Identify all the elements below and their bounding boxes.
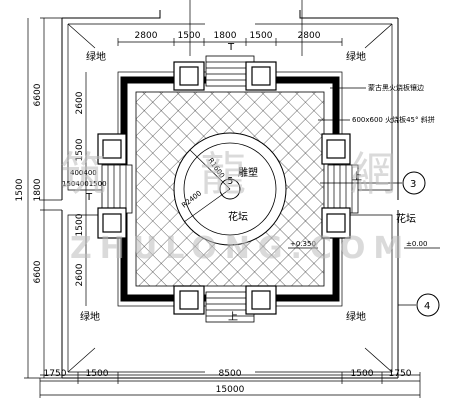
callout-bottom-text: 4 bbox=[424, 301, 430, 312]
dim-left-inner-3: 400400 bbox=[70, 169, 97, 177]
elevation-2: ±0.00 bbox=[406, 240, 427, 248]
watermark-char-1: 筑 bbox=[60, 147, 106, 201]
dim-left-3: 6600 bbox=[33, 260, 43, 283]
dim-left-inner-6: 2600 bbox=[75, 263, 85, 286]
watermark-en: ZHULONG.COM bbox=[70, 231, 411, 266]
dim-left bbox=[24, 17, 87, 379]
central-flower-bed bbox=[173, 132, 287, 246]
dim-left-2: 1800 bbox=[33, 178, 43, 201]
dim-left-total: 1500 bbox=[15, 178, 25, 201]
flower-bed-side-label: 花坛 bbox=[396, 212, 416, 225]
dim-bottom-3: 8500 bbox=[219, 369, 242, 379]
center-mark: 5 bbox=[227, 176, 233, 187]
dim-bottom-total: 15000 bbox=[216, 385, 245, 395]
dim-top bbox=[117, 0, 343, 56]
step-mark-left: T bbox=[85, 192, 93, 203]
dim-top-2: 1500 bbox=[178, 31, 201, 41]
dim-bottom bbox=[39, 372, 421, 398]
watermark-char-3: 網 bbox=[350, 147, 396, 201]
green-label-tl: 绿地 bbox=[86, 50, 106, 63]
callout-right-text: 3 bbox=[410, 179, 416, 190]
dim-bottom-5: 1750 bbox=[389, 369, 412, 379]
green-label-br: 绿地 bbox=[346, 310, 366, 323]
green-label-tr: 绿地 bbox=[346, 50, 366, 63]
dim-left-inner-4: 1504001500 bbox=[62, 180, 107, 188]
planter-boxes bbox=[97, 61, 351, 315]
dim-left-inner-1: 2600 bbox=[75, 91, 85, 114]
note-border: 蒙古黑火烧板镶边 bbox=[368, 83, 424, 92]
dim-top-1: 2800 bbox=[135, 31, 158, 41]
sculpture-label: 雕塑 bbox=[238, 166, 258, 179]
watermark-char-2: 龍 bbox=[200, 147, 246, 201]
dim-bottom-4: 1500 bbox=[351, 369, 374, 379]
dim-top-3: 1800 bbox=[214, 31, 237, 41]
dim-top-5: 2800 bbox=[298, 31, 321, 41]
dim-bottom-1: 1750 bbox=[44, 369, 67, 379]
step-mark-bottom: 上 bbox=[228, 311, 238, 323]
flower-bed-center-label: 花坛 bbox=[228, 210, 248, 223]
dim-left-inner-2: 1500 bbox=[75, 138, 85, 161]
elevation-1: +0.350 bbox=[290, 240, 316, 248]
dim-left-inner-5: 1500 bbox=[75, 213, 85, 236]
dim-top-4: 1500 bbox=[250, 31, 273, 41]
dim-left-1: 6600 bbox=[33, 83, 43, 106]
note-paving: 600x600 火烧板45° 斜拼 bbox=[352, 115, 435, 124]
step-mark-top: T bbox=[227, 42, 235, 53]
step-mark-right: 上 bbox=[352, 171, 362, 183]
dim-bottom-2: 1500 bbox=[86, 369, 109, 379]
callout-right-bubble bbox=[402, 171, 426, 195]
callout-bottom-bubble bbox=[416, 293, 440, 317]
green-label-bl: 绿地 bbox=[80, 310, 100, 323]
